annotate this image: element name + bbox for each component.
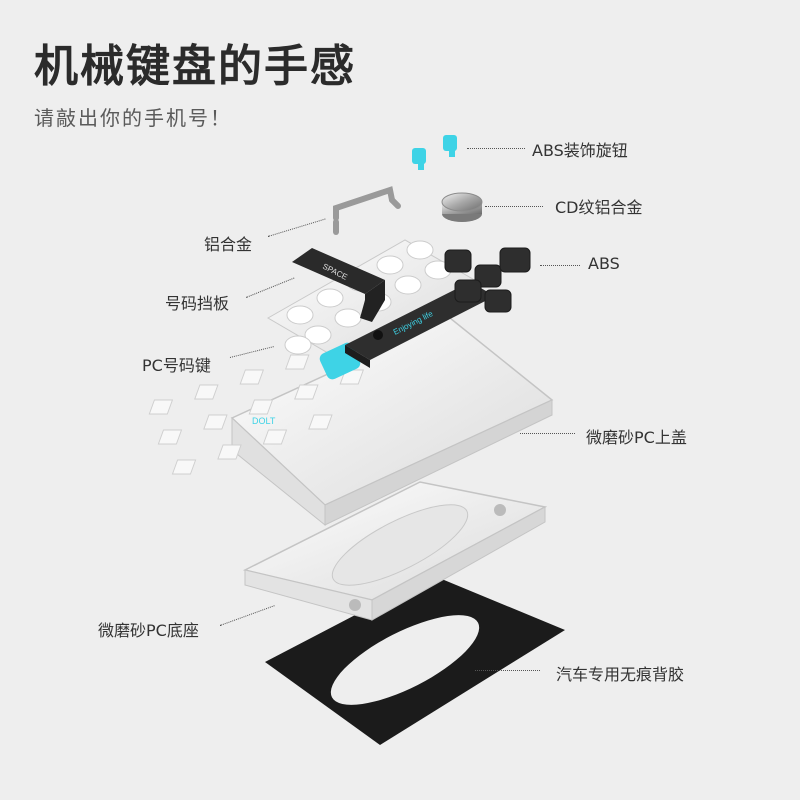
label-cd-alloy: CD纹铝合金 — [555, 198, 643, 217]
aluminum-stabilizer — [333, 186, 401, 235]
page-subtitle: 请敲出你的手机号！ — [34, 106, 232, 130]
label-aluminum: 铝合金 — [204, 235, 253, 254]
leader-abs-knob — [467, 148, 525, 149]
abs-dark-parts: Enjoying life — [345, 247, 531, 368]
label-pc-keys: PC号码键 — [142, 356, 211, 375]
number-plate: SPACE — [292, 248, 385, 322]
label-abs: ABS — [588, 254, 620, 273]
label-base: 微磨砂PC底座 — [98, 621, 199, 640]
adhesive-pad — [265, 575, 565, 745]
pc-top-cover: DOLT — [148, 317, 554, 527]
page-title: 机械键盘的手感 — [34, 41, 356, 92]
leader-abs — [540, 265, 580, 266]
label-pad: 汽车专用无痕背胶 — [556, 665, 685, 684]
label-top-cover: 微磨砂PC上盖 — [586, 428, 687, 447]
leader-top-cover — [520, 433, 575, 434]
case-logo: DOLT — [252, 416, 276, 426]
label-abs-knob: ABS装饰旋钮 — [532, 141, 628, 160]
cd-alloy-knob — [441, 192, 483, 222]
leader-pad — [475, 670, 540, 671]
abs-knobs — [412, 135, 457, 170]
leader-cd-alloy — [485, 206, 543, 207]
pc-base — [242, 481, 548, 621]
label-number-plate: 号码挡板 — [165, 294, 230, 313]
